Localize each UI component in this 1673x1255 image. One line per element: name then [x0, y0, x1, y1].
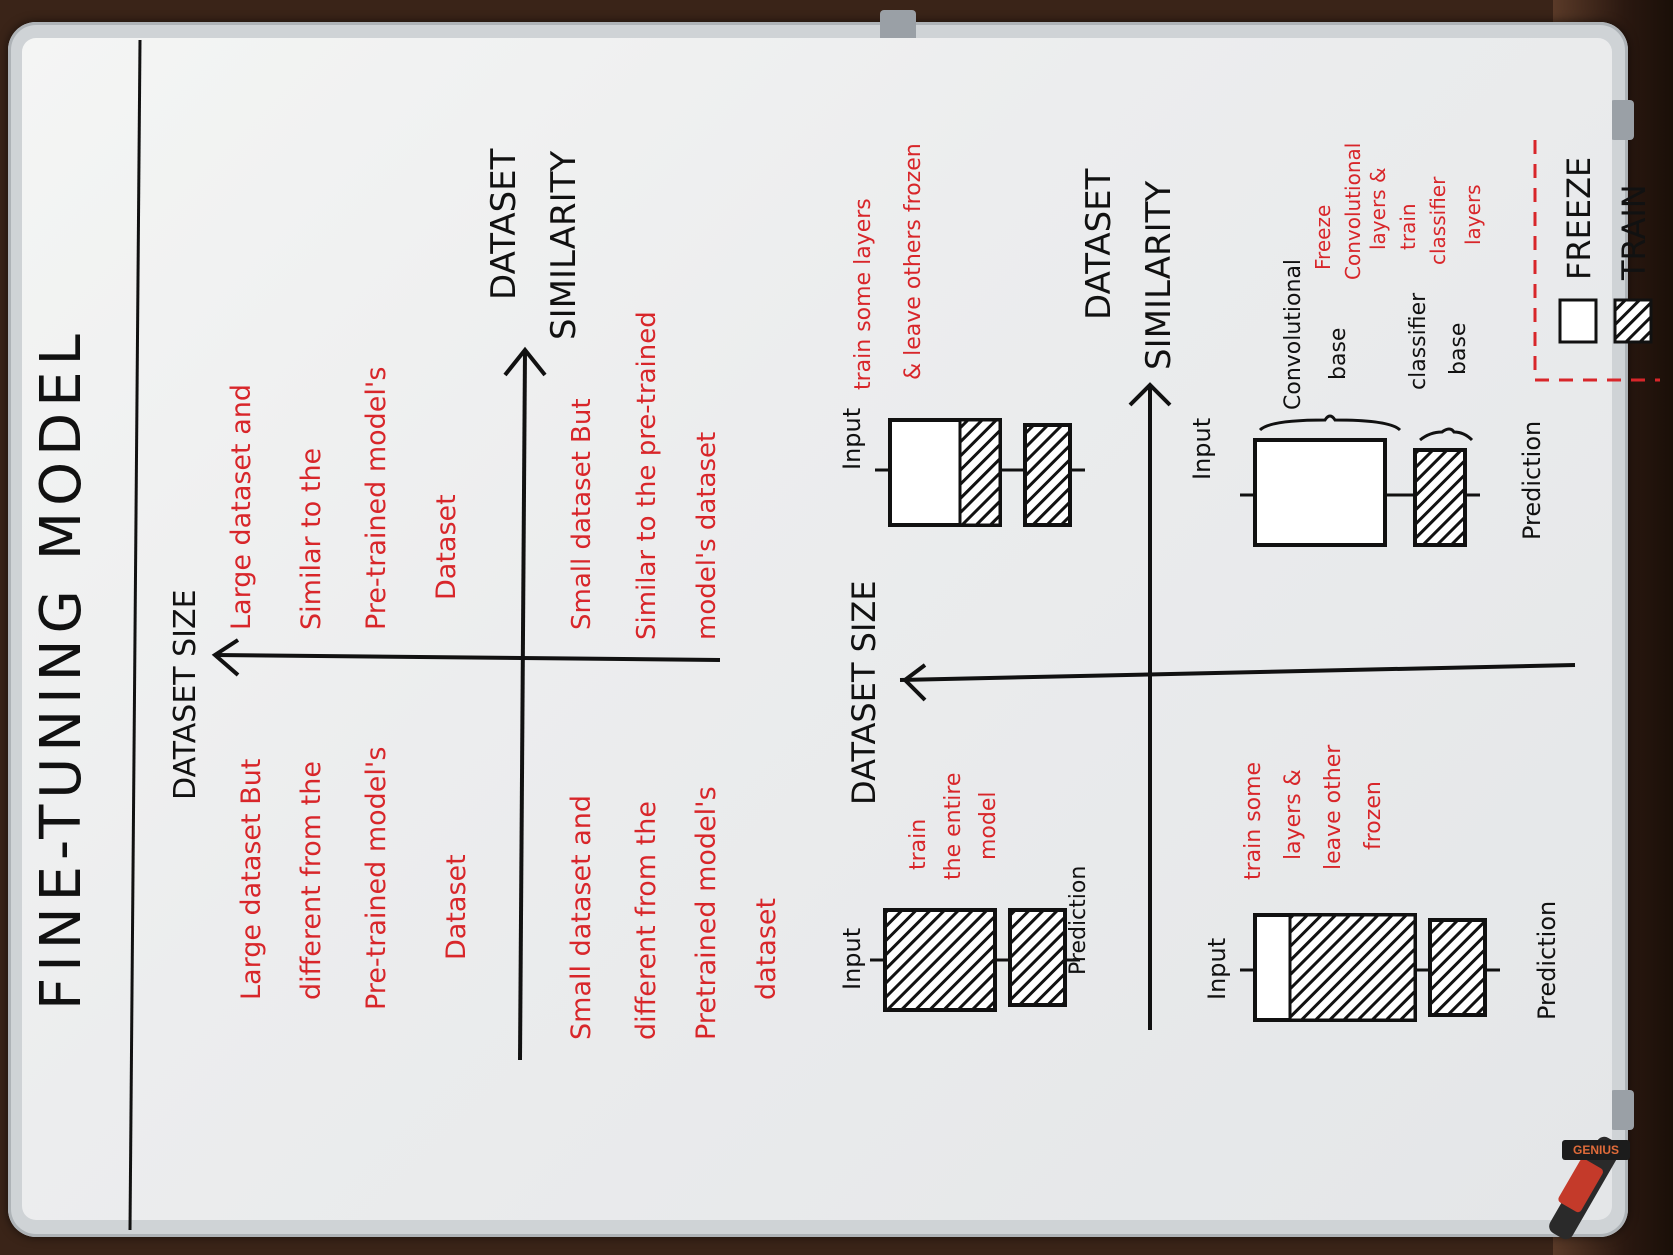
svg-text:model: model — [976, 791, 1001, 860]
svg-text:train: train — [1396, 203, 1420, 250]
svg-text:frozen: frozen — [1361, 781, 1386, 850]
legend-freeze-swatch — [1558, 298, 1598, 344]
svg-text:Dataset: Dataset — [431, 494, 462, 600]
svg-text:Pretrained model's: Pretrained model's — [691, 786, 722, 1040]
svg-text:Similar to the pre-trained: Similar to the pre-trained — [632, 311, 662, 640]
board-clip — [1610, 1090, 1634, 1130]
top-y-label: DATASET SIZE — [168, 589, 203, 800]
bottom-x-label-1: DATASET — [1079, 168, 1119, 320]
svg-text:different from the: different from the — [296, 761, 327, 1000]
top-left-note: Large dataset But different from the Pre… — [236, 747, 472, 1010]
top-y-axis — [214, 653, 721, 662]
whiteboard — [22, 38, 1612, 1220]
svg-text:Prediction: Prediction — [1533, 901, 1561, 1020]
legend: FREEZE TRAIN — [1533, 140, 1660, 382]
svg-text:Input: Input — [1188, 418, 1216, 480]
legend-train-swatch — [1613, 298, 1653, 344]
svg-text:Large dataset But: Large dataset But — [236, 759, 267, 1000]
bottom-y-axis — [899, 663, 1576, 682]
bottom-right-note: Small dataset But Similar to the pre-tra… — [567, 311, 722, 640]
svg-text:Pre-trained model's: Pre-trained model's — [361, 367, 392, 630]
board-brand-logo: GENIUS — [1562, 1140, 1630, 1160]
svg-text:train some layers: train some layers — [851, 198, 876, 390]
svg-text:model's dataset: model's dataset — [692, 432, 722, 640]
svg-text:Similar to the: Similar to the — [296, 448, 327, 630]
svg-text:layers &: layers & — [1281, 769, 1306, 860]
svg-text:Prediction: Prediction — [1518, 421, 1546, 540]
svg-text:different from the: different from the — [631, 801, 662, 1040]
bottom-x-label-2: SIMILARITY — [1139, 181, 1179, 370]
svg-text:layers: layers — [1461, 184, 1485, 245]
svg-text:Small dataset But: Small dataset But — [567, 398, 597, 630]
svg-text:Freeze: Freeze — [1311, 205, 1335, 270]
svg-text:leave other: leave other — [1321, 744, 1346, 870]
svg-text:layers &: layers & — [1366, 167, 1390, 250]
svg-text:Input: Input — [838, 928, 866, 990]
svg-text:Large dataset and: Large dataset and — [226, 384, 257, 630]
legend-freeze-label: FREEZE — [1560, 157, 1598, 280]
svg-text:Convolutional: Convolutional — [1281, 259, 1306, 410]
diagram-train-entire: Input Prediction train the entire model — [838, 773, 1091, 1012]
top-right-note: Large dataset and Similar to the Pre-tra… — [226, 367, 462, 630]
diagram-freeze-conv: Input Convolutional base classifier base… — [1188, 143, 1546, 547]
svg-text:dataset: dataset — [751, 898, 782, 1000]
svg-text:base: base — [1326, 328, 1351, 380]
svg-text:base: base — [1446, 323, 1471, 375]
diagram-train-some-bottom: Input Prediction train some layers & lea… — [1203, 744, 1561, 1022]
legend-train-label: TRAIN — [1615, 184, 1653, 281]
svg-text:train some: train some — [1241, 762, 1266, 880]
svg-text:the entire: the entire — [941, 773, 966, 880]
board-title: FINE-TUNING MODEL — [29, 328, 94, 1010]
svg-text:Pre-trained model's: Pre-trained model's — [361, 747, 392, 1010]
svg-text:classifier: classifier — [1426, 176, 1450, 265]
svg-text:& leave others frozen: & leave others frozen — [901, 143, 926, 380]
svg-text:Dataset: Dataset — [441, 854, 472, 960]
board-clip — [1610, 100, 1634, 140]
top-x-axis — [518, 349, 527, 1061]
top-x-label-1: DATASET — [484, 148, 524, 300]
svg-text:Convolutional: Convolutional — [1341, 143, 1365, 280]
svg-text:Input: Input — [1203, 938, 1231, 1000]
svg-text:classifier: classifier — [1406, 292, 1431, 390]
svg-text:Input: Input — [838, 408, 866, 470]
top-x-label-2: SIMILARITY — [544, 151, 584, 340]
diagram-train-some-top: Input train some layers & leave others f… — [838, 143, 1085, 527]
bottom-left-note: Small dataset and different from the Pre… — [566, 786, 782, 1040]
svg-text:Prediction: Prediction — [1066, 866, 1091, 975]
svg-text:Small dataset and: Small dataset and — [566, 795, 597, 1040]
svg-text:train: train — [906, 819, 931, 870]
bottom-y-label: DATASET SIZE — [845, 580, 883, 805]
